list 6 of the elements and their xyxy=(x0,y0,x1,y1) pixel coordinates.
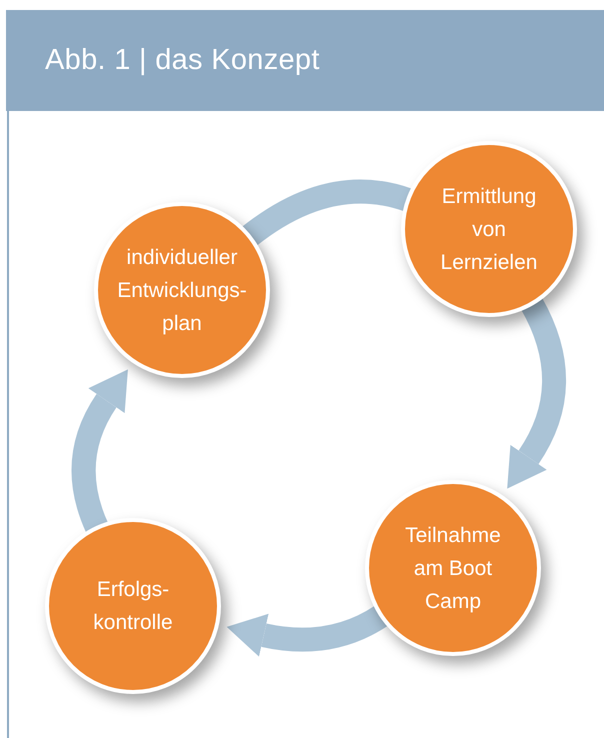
node-label: Erfolgs- kontrolle xyxy=(92,577,174,636)
title: Abb. 1 | das Konzept xyxy=(45,44,320,77)
node-label: individueller Entwicklungs- plan xyxy=(116,244,248,336)
node-label: Teilnahme am Boot Camp xyxy=(404,522,502,614)
arrow xyxy=(508,298,566,490)
node-label: Ermittlung von Lernzielen xyxy=(440,184,538,276)
